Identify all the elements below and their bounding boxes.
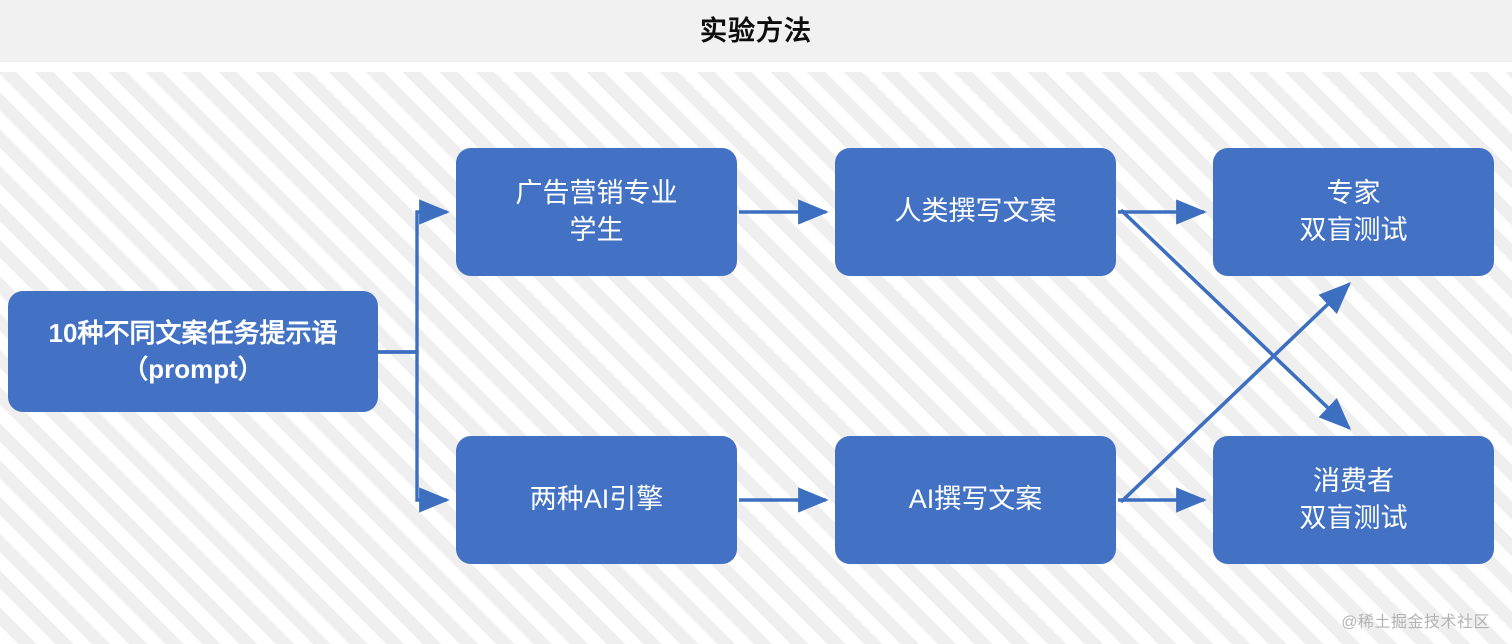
connector-layer [378,199,1352,513]
node-consumer-test-label: 消费者 双盲测试 [1299,465,1408,533]
node-ai-engines[interactable]: 两种AI引擎 [456,436,737,564]
node-human-copy-label: 人类撰写文案 [894,196,1057,227]
node-ai-copy[interactable]: AI撰写文案 [835,436,1116,564]
page-title: 实验方法 [700,15,812,46]
node-expert-test-label: 专家 双盲测试 [1299,177,1408,245]
watermark: @稀土掘金技术社区 [1341,614,1490,631]
node-human-copy[interactable]: 人类撰写文案 [835,148,1116,276]
node-ai-engines-label: 两种AI引擎 [529,484,664,515]
node-consumer-test[interactable]: 消费者 双盲测试 [1213,436,1494,564]
edge-ai-copy-to-expert-test [1119,282,1352,504]
node-students[interactable]: 广告营销专业 学生 [456,148,737,276]
node-ai-copy-label: AI撰写文案 [908,484,1043,515]
node-prompt[interactable]: 10种不同文案任务提示语（prompt） [8,291,378,412]
edge-prompt-to-ai-engines [378,350,450,513]
slide-header: 实验方法 [0,0,1512,62]
node-expert-test[interactable]: 专家 双盲测试 [1213,148,1494,276]
diagram-canvas: 10种不同文案任务提示语（prompt） 广告营销专业 学生 两种AI引擎 人类… [0,72,1512,644]
node-prompt-label: 10种不同文案任务提示语（prompt） [48,317,338,384]
edge-human-copy-to-consumer-test [1119,208,1352,430]
edge-prompt-to-students [378,199,450,354]
node-students-label: 广告营销专业 学生 [515,177,678,245]
